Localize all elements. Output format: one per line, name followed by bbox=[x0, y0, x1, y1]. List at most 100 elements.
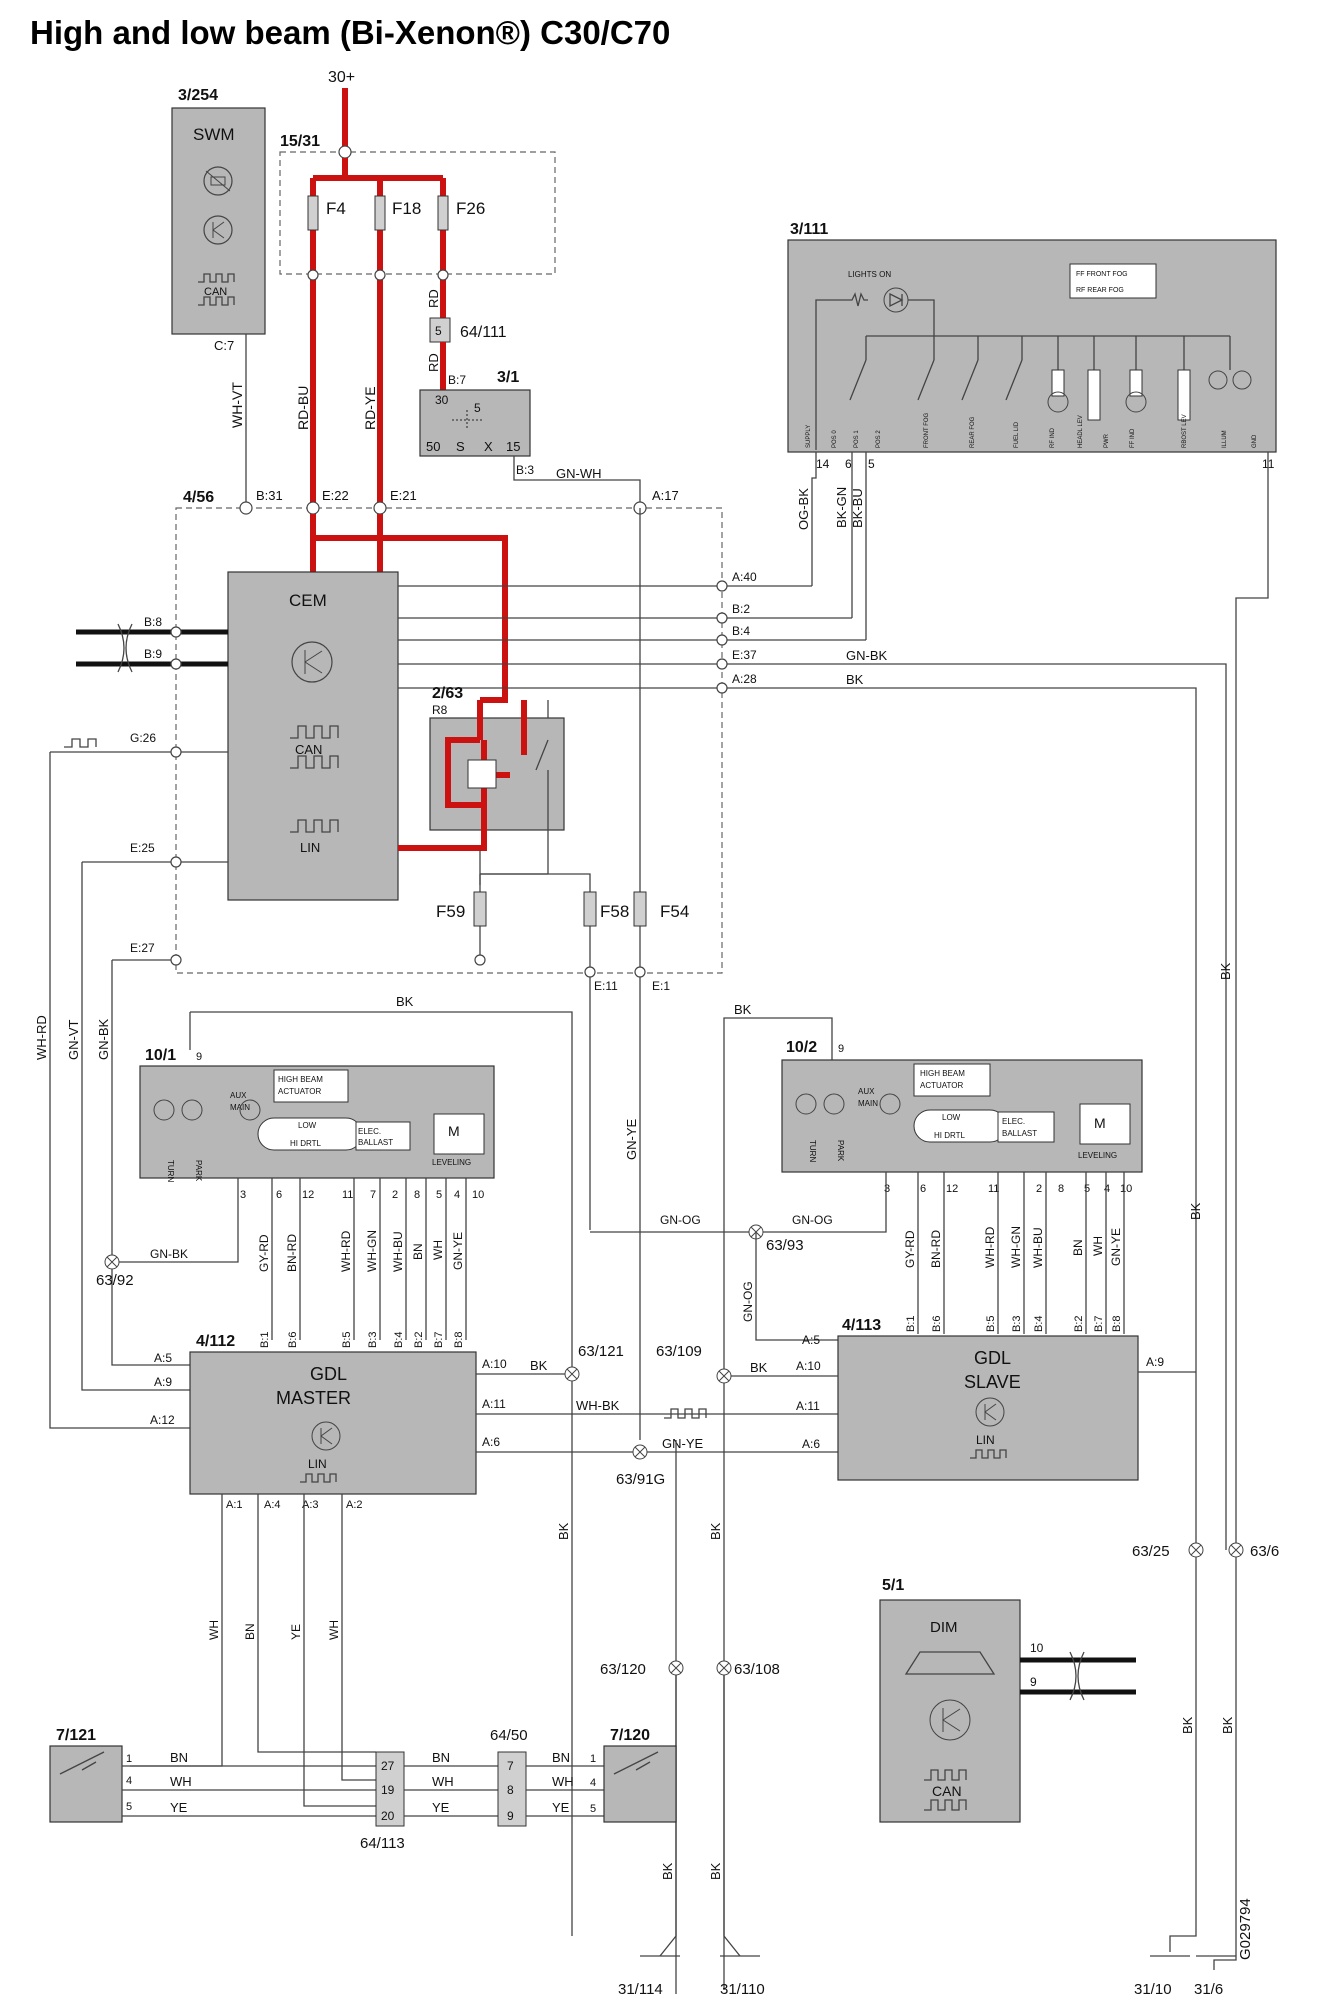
relay-contact-icon bbox=[535, 700, 549, 874]
wire-label-gn-bk-1: GN-BK bbox=[846, 648, 888, 663]
hl-right-elec: ELEC. bbox=[1002, 1117, 1025, 1126]
hl-right-pin-10: 10 bbox=[1120, 1183, 1132, 1195]
hl-left-low: LOW bbox=[298, 1121, 317, 1130]
gdl-slave-lin-icon bbox=[970, 1449, 1007, 1459]
ls-pin-pos1: POS 1 bbox=[854, 430, 860, 448]
cem-node-b31 bbox=[239, 501, 253, 515]
wire-label-gn-ye-1: GN-YE bbox=[624, 1119, 639, 1161]
cem-can-pulse-icon bbox=[290, 755, 339, 769]
cem-pin-e22: E:22 bbox=[322, 488, 349, 503]
gm-pin-a5: A:5 bbox=[154, 1351, 172, 1365]
wire-label-bk-bu: BK-BU bbox=[850, 488, 865, 528]
hl-left-pin-3: 3 bbox=[240, 1189, 246, 1201]
hl-left-turn-bulb-icon bbox=[153, 1099, 175, 1121]
sensor-right-icon bbox=[613, 1751, 659, 1775]
ls-pin-headllev: HEADL LEV bbox=[1078, 415, 1084, 448]
cem-node-a28 bbox=[716, 682, 728, 694]
dim-module bbox=[879, 1599, 1021, 1823]
wire-label-wh-1: WH bbox=[431, 1240, 445, 1260]
hl-right-hi-drtl: HI DRTL bbox=[934, 1131, 966, 1140]
dim-name: DIM bbox=[930, 1619, 958, 1636]
relay-2-63-sub: R8 bbox=[432, 703, 448, 717]
hl-left-motor-icon: M bbox=[448, 1123, 460, 1139]
wire-label-bn-rd-2: BN-RD bbox=[929, 1230, 943, 1268]
hl-right-motor-icon: M bbox=[1094, 1115, 1106, 1131]
hl-left-turn: TURN bbox=[166, 1160, 175, 1182]
fuse-f4 bbox=[307, 195, 319, 231]
cem-node-g26 bbox=[170, 746, 182, 758]
gm-pin-b5: B:5 bbox=[341, 1331, 353, 1348]
dim-instrument-icon bbox=[904, 1651, 996, 1675]
wire-label-bn-2: BN bbox=[1071, 1239, 1085, 1256]
hl-left-pin-7: 7 bbox=[370, 1189, 376, 1201]
hl-right-ballast: BALLAST bbox=[1002, 1129, 1037, 1138]
sensor-right-pin-1: 1 bbox=[590, 1753, 596, 1765]
connector-64-113 bbox=[375, 1751, 405, 1827]
conn-64-50-pin-7: 7 bbox=[507, 1759, 514, 1773]
dim-ref: 5/1 bbox=[882, 1577, 904, 1594]
gs-pin-b2: B:2 bbox=[1073, 1315, 1085, 1332]
fusebox-ref: 15/31 bbox=[280, 133, 320, 150]
cem-node-e21 bbox=[373, 501, 387, 515]
hl-left-aux: AUX bbox=[230, 1091, 247, 1100]
wire-label-gn-bk-3: GN-BK bbox=[150, 1247, 188, 1261]
hl-right-pin-8: 8 bbox=[1058, 1183, 1064, 1195]
cem-node-b2 bbox=[716, 612, 728, 624]
wire-label-gn-vt: GN-VT bbox=[66, 1020, 81, 1061]
cem-pin-b31: B:31 bbox=[256, 488, 283, 503]
splice-63-109-icon bbox=[716, 1368, 732, 1384]
cem-node-e1 bbox=[634, 966, 646, 978]
wire-label-bn-1: BN bbox=[411, 1243, 425, 1260]
gm-pin-a11: A:11 bbox=[482, 1397, 506, 1411]
wire-label-bk-12: BK bbox=[660, 1862, 675, 1880]
level-sensor-right bbox=[603, 1745, 677, 1823]
ls-pin-fuellid: FUEL LID bbox=[1014, 421, 1020, 448]
splice-63-91g-icon bbox=[632, 1444, 648, 1460]
cem-node-b9 bbox=[170, 658, 182, 670]
splice-63-6: 63/6 bbox=[1250, 1543, 1279, 1560]
hl-right-actuator: ACTUATOR bbox=[920, 1081, 963, 1090]
gs-pin-a6: A:6 bbox=[802, 1437, 820, 1451]
hl-right-park-bulb-icon bbox=[823, 1093, 845, 1115]
cem-red-bus bbox=[310, 514, 508, 703]
splice-63-25-icon bbox=[1188, 1542, 1204, 1558]
wire-gn-og-slave bbox=[755, 1232, 838, 1341]
wire-label-ye-4: YE bbox=[552, 1800, 570, 1815]
wire-label-bk-5: BK bbox=[750, 1360, 768, 1375]
wire-label-bk-11: BK bbox=[1220, 1716, 1235, 1734]
gdl-master-bottom-pins: A:1 A:4 A:3 A:2 bbox=[226, 1499, 363, 1511]
wire-label-bk-10: BK bbox=[1180, 1716, 1195, 1734]
splice-63-121: 63/121 bbox=[578, 1343, 624, 1360]
cem-lin-label: LIN bbox=[300, 840, 320, 855]
wire-label-gn-ye-3: GN-YE bbox=[1109, 1228, 1123, 1266]
hl-left-pin-10: 10 bbox=[472, 1189, 484, 1201]
hl-left-elec: ELEC. bbox=[358, 1127, 381, 1136]
hl-right-wires bbox=[590, 1172, 1125, 1334]
dim-can-pulse-icon bbox=[924, 1799, 967, 1811]
wire-label-rd-2: RD bbox=[426, 353, 441, 372]
conn-64-113-pin-27: 27 bbox=[381, 1759, 395, 1773]
wire-label-bk-7: BK bbox=[1188, 1202, 1203, 1220]
fuse-junction-wires bbox=[479, 873, 591, 892]
gs-pin-b1: B:1 bbox=[905, 1315, 917, 1332]
ground-wires-right bbox=[1169, 1557, 1237, 1970]
cem-pin-b8: B:8 bbox=[144, 615, 162, 629]
gdl-slave-name1: GDL bbox=[974, 1348, 1011, 1368]
hl-right-low: LOW bbox=[942, 1113, 961, 1122]
relay-3-1-pinS: S bbox=[456, 439, 465, 454]
level-sensor-left bbox=[49, 1745, 123, 1823]
gdl-master-lin-icon bbox=[300, 1473, 337, 1483]
gdl-master-name2: MASTER bbox=[276, 1388, 351, 1408]
conn-64-50-ref: 64/50 bbox=[490, 1727, 528, 1744]
cem-pin-e25: E:25 bbox=[130, 841, 155, 855]
cem-can-bus bbox=[76, 629, 228, 667]
supply-label: 30+ bbox=[328, 69, 355, 86]
lightswitch-ref: 3/111 bbox=[790, 221, 828, 238]
swm-pin-c7: C:7 bbox=[214, 338, 234, 353]
hl-right-pin-2: 2 bbox=[1036, 1183, 1042, 1195]
cem-node-e11 bbox=[584, 966, 596, 978]
gdl-master-module bbox=[189, 1351, 477, 1495]
splice-63-92-icon bbox=[104, 1254, 120, 1270]
hl-left-actuator: ACTUATOR bbox=[278, 1087, 321, 1096]
wire-label-ye-3: YE bbox=[432, 1800, 450, 1815]
